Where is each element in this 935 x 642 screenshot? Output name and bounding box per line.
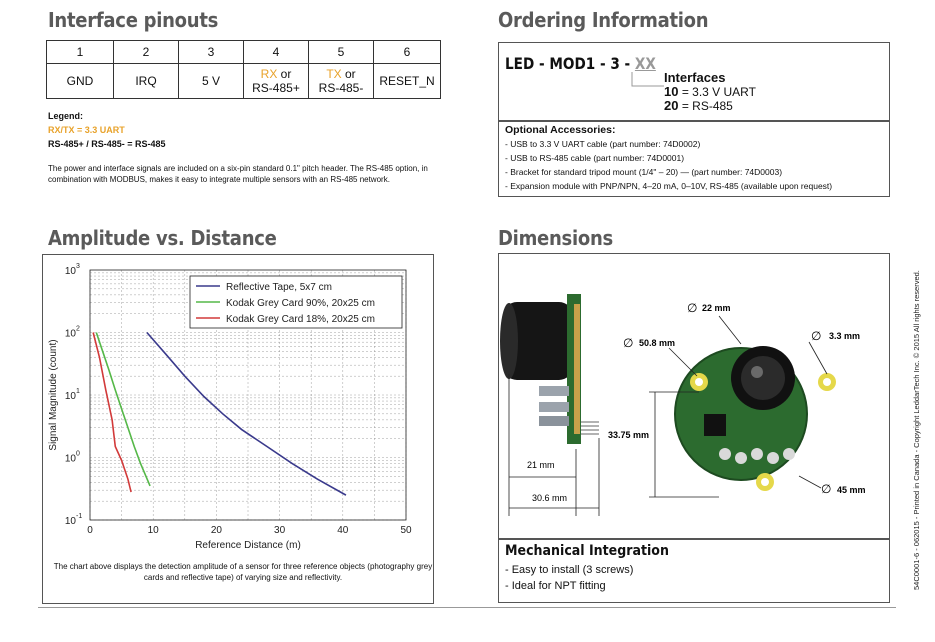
y-axis-label: Signal Magnitude (count)	[48, 339, 59, 450]
x-tick-label: 50	[400, 525, 412, 536]
accessories-title: Optional Accessories:	[505, 124, 616, 136]
pin-number: 4	[243, 40, 309, 64]
x-tick-label: 0	[87, 525, 93, 536]
dim-21mm: 21 mm	[527, 460, 555, 470]
y-tick-exponent: -1	[76, 513, 82, 520]
plot-frame	[89, 269, 407, 521]
accessories: Optional Accessories: - USB to 3.3 V UAR…	[505, 123, 832, 193]
y-tick-exponent: 1	[76, 388, 80, 395]
order-code-text: LED - MOD1 - 3 -	[505, 54, 635, 73]
pin-rs485p: RS-485+	[252, 81, 300, 95]
mechanical-item: - Ideal for NPT fitting	[505, 580, 606, 592]
accessory-item: - USB to 3.3 V UART cable (part number: …	[505, 139, 701, 149]
pinouts-title: Interface pinouts	[48, 8, 219, 32]
series-line	[92, 332, 132, 493]
opt2-text: = RS-485	[681, 99, 733, 113]
legend-entry: Reflective Tape, 5x7 cm	[226, 282, 332, 293]
dim-30-6mm: 30.6 mm	[532, 493, 567, 503]
legend-entry: Kodak Grey Card 90%, 20x25 cm	[226, 298, 375, 309]
y-tick-base: 10	[65, 266, 77, 277]
order-bracket	[631, 72, 664, 87]
pinout-description: The power and interface signals are incl…	[48, 164, 428, 184]
y-tick-base: 10	[65, 516, 77, 527]
legend-line1: RX/TX = 3.3 UART	[48, 125, 125, 135]
pin-number: 6	[373, 40, 441, 64]
y-tick-exponent: 2	[76, 326, 80, 333]
diameter-symbol: ∅	[623, 336, 633, 350]
legend-line2: RS-485+ / RS-485- = RS-485	[48, 139, 166, 149]
dimensions-drawing: 21 mm 30.6 mm ∅ 22 mm ∅ 50.8 mm ∅ 3.3 mm…	[500, 294, 866, 516]
interfaces-label: Interfaces	[664, 70, 726, 85]
pin-number: 1	[46, 40, 114, 64]
pin-tx-label: TX	[326, 67, 342, 81]
x-tick-label: 20	[211, 525, 223, 536]
dim-3-3mm: 3.3 mm	[829, 331, 860, 341]
interfaces-list: Interfaces 10 = 3.3 V UART 20 = RS-485	[664, 70, 756, 114]
ordering-box	[498, 42, 890, 122]
diameter-symbol: ∅	[811, 329, 821, 343]
pin-irq: IRQ	[113, 63, 179, 99]
y-tick-exponent: 3	[76, 263, 80, 270]
dim-22mm: 22 mm	[702, 303, 731, 313]
legend-entry: Kodak Grey Card 18%, 20x25 cm	[226, 314, 375, 325]
mechanical-title: Mechanical Integration	[505, 543, 669, 559]
series-line	[146, 331, 347, 496]
series-line	[95, 332, 151, 487]
side-view	[500, 294, 599, 444]
y-tick-base: 10	[65, 454, 77, 465]
accessory-item: - USB to RS-485 cable (part number: 74D0…	[505, 153, 685, 163]
pin-reset: RESET_N	[373, 63, 441, 99]
mechanical-item: - Easy to install (3 screws)	[505, 564, 634, 576]
pin-or: or	[345, 67, 356, 81]
chart-box	[42, 254, 434, 604]
order-code-xx: XX	[634, 54, 656, 73]
x-tick-label: 10	[148, 525, 160, 536]
opt1-num: 10	[664, 84, 679, 99]
x-tick-label: 40	[337, 525, 349, 536]
pin-5v: 5 V	[178, 63, 244, 99]
accessory-item: - Bracket for standard tripod mount (1/4…	[505, 167, 783, 177]
pin-or: or	[280, 67, 292, 81]
copyright-side-text: 54C0001-6 - 062015 - Printed in Canada -…	[912, 270, 921, 590]
x-axis-label: Reference Distance (m)	[195, 540, 301, 551]
y-tick-exponent: 0	[76, 451, 80, 458]
legend-title: Legend:	[48, 111, 83, 121]
mechanical-list: - Easy to install (3 screws) - Ideal for…	[505, 562, 633, 594]
dim-50-8mm: 50.8 mm	[639, 338, 675, 348]
accessories-box	[498, 120, 890, 197]
order-code: LED - MOD1 - 3 - XX	[505, 54, 656, 73]
pin-rs485m: RS-485-	[318, 81, 364, 95]
mechanical-box	[498, 538, 890, 603]
side-dimension-lines	[508, 374, 600, 516]
diameter-symbol: ∅	[821, 482, 831, 496]
front-dimension-lines	[649, 315, 828, 498]
dim-45mm: 45 mm	[837, 485, 866, 495]
pin-number: 2	[113, 40, 179, 64]
dimensions-box	[498, 253, 890, 540]
pin-number: 5	[308, 40, 374, 64]
front-view	[674, 346, 836, 491]
diameter-symbol: ∅	[687, 301, 697, 315]
dimensions-title: Dimensions	[498, 226, 613, 250]
pin-rx-label: RX	[260, 67, 278, 81]
y-tick-base: 10	[65, 391, 77, 402]
footer-divider	[38, 607, 896, 608]
accessory-item: - Expansion module with PNP/NPN, 4–20 mA…	[505, 181, 833, 191]
opt2-num: 20	[664, 98, 679, 113]
ordering-title: Ordering Information	[498, 8, 709, 32]
y-tick-base: 10	[65, 329, 77, 340]
legend: Legend: RX/TX = 3.3 UART RS-485+ / RS-48…	[48, 109, 166, 151]
pin-gnd: GND	[46, 63, 114, 99]
legend-box	[189, 275, 403, 329]
pin-number: 3	[178, 40, 244, 64]
x-tick-label: 30	[274, 525, 286, 536]
amplitude-title: Amplitude vs. Distance	[48, 226, 277, 250]
opt1-text: = 3.3 V UART	[681, 85, 756, 99]
dim-33-75mm: 33.75 mm	[608, 430, 649, 440]
chart-caption: The chart above displays the detection a…	[53, 562, 433, 582]
